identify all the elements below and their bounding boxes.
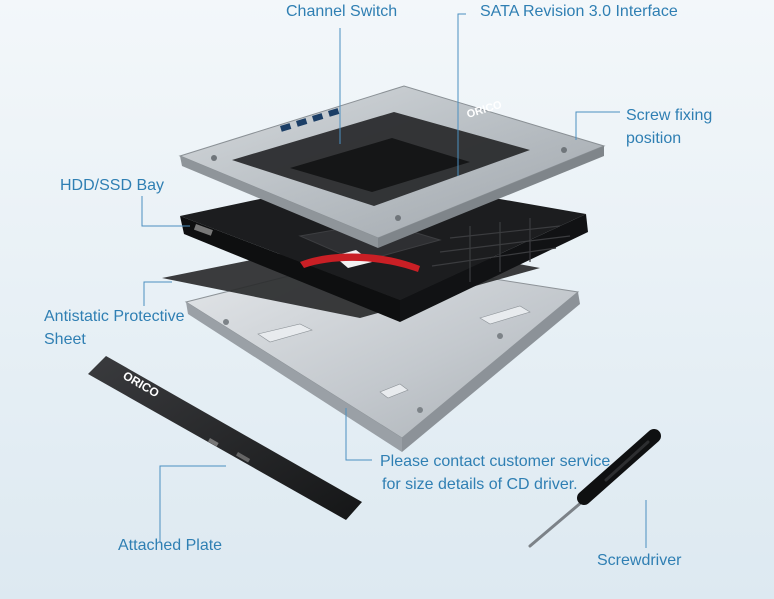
- bottom-metal-plate: [184, 257, 580, 452]
- label-screw-fixing-1: Screw fixing: [626, 107, 713, 124]
- screwdriver: [528, 429, 661, 548]
- label-screw-fixing-2: position: [626, 130, 682, 147]
- label-contact-2: for size details of CD driver.: [382, 476, 578, 493]
- label-attached-plate: Attached Plate: [118, 537, 223, 554]
- label-screwdriver: Screwdriver: [597, 552, 682, 569]
- aluminium-top-frame: [178, 85, 606, 248]
- label-antistatic-2: Sheet: [44, 331, 86, 348]
- attached-plate: [88, 356, 362, 520]
- leader-lines: [141, 13, 647, 548]
- label-hdd-ssd-bay: HDD/SSD Bay: [60, 177, 165, 194]
- label-channel-switch: Channel Switch: [286, 3, 398, 20]
- label-antistatic-1: Antistatic Protective: [44, 308, 185, 325]
- label-contact-1: Please contact customer service: [380, 453, 611, 470]
- label-sata-interface: SATA Revision 3.0 Interface: [480, 3, 678, 20]
